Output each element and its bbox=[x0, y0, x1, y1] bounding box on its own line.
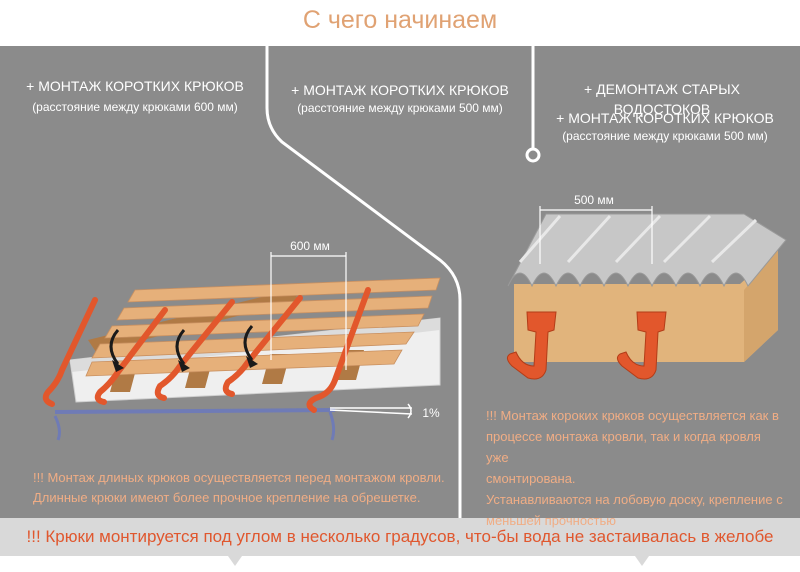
slope-label: 1% bbox=[422, 406, 440, 420]
long-hook bbox=[306, 287, 371, 413]
footer-pointer-right bbox=[635, 556, 649, 566]
curved-arrow-icon bbox=[109, 329, 120, 365]
note-short-hooks: !!! Монтаж короких крюков осуществляется… bbox=[486, 405, 786, 531]
corrugated-roof bbox=[507, 213, 787, 288]
short-hook bbox=[616, 311, 667, 380]
arrowhead-icon bbox=[178, 360, 190, 372]
left-subheading: (расстояние между крюками 600 мм) bbox=[32, 100, 238, 114]
batten bbox=[127, 277, 441, 303]
footer-pointer-left bbox=[228, 556, 242, 566]
gutter-drop bbox=[328, 411, 336, 441]
long-hook bbox=[42, 297, 98, 407]
bottom-strip bbox=[0, 556, 800, 572]
dimension-500-label: 500 мм bbox=[574, 193, 614, 207]
gutter-line bbox=[54, 408, 336, 414]
long-hook-group bbox=[42, 287, 371, 413]
roof-ridge bbox=[614, 214, 662, 264]
note-line: !!! Монтаж длиных крюков осуществляется … bbox=[33, 470, 445, 485]
slope-arc bbox=[407, 403, 412, 419]
note-line: меньшей прочностью bbox=[486, 513, 617, 528]
fascia-side bbox=[744, 250, 778, 362]
middle-heading: + МОНТАЖ КОРОТКИХ КРЮКОВ bbox=[291, 82, 509, 98]
right-heading-montage: + МОНТАЖ КОРОТКИХ КРЮКОВ bbox=[556, 110, 774, 126]
note-line: Устанавливаются на лобовую доску, крепле… bbox=[486, 492, 783, 507]
batten bbox=[116, 295, 433, 321]
column-divider-left bbox=[265, 46, 462, 518]
note-long-hooks: !!! Монтаж длиных крюков осуществляется … bbox=[33, 468, 453, 508]
batten bbox=[91, 331, 415, 359]
long-hooks-illustration bbox=[42, 252, 441, 441]
note-line: !!! Монтаж короких крюков осуществляется… bbox=[486, 408, 779, 423]
long-hook bbox=[154, 299, 235, 401]
roof-ridge bbox=[710, 218, 758, 264]
short-hook-group bbox=[506, 311, 667, 380]
arrow-group bbox=[109, 325, 254, 365]
batten bbox=[104, 313, 425, 339]
roof-ridge bbox=[566, 214, 612, 264]
middle-subheading: (расстояние между крюками 500 мм) bbox=[297, 101, 503, 115]
arrowhead-icon bbox=[112, 360, 124, 372]
short-hook bbox=[506, 311, 557, 380]
left-heading: + МОНТАЖ КОРОТКИХ КРЮКОВ bbox=[26, 78, 244, 94]
note-line: Длинные крюки имеют более прочное крепле… bbox=[33, 490, 421, 505]
right-heading-demontage: + ДЕМОНТАЖ СТАРЫХ ВОДОСТОКОВ bbox=[584, 81, 740, 117]
page-title: С чего начинаем bbox=[302, 6, 498, 34]
short-hooks-illustration bbox=[506, 206, 787, 380]
roof-ridge bbox=[662, 214, 712, 264]
curved-arrow-icon bbox=[175, 329, 186, 365]
gutter-drop bbox=[53, 415, 61, 441]
right-subheading: (расстояние между крюками 500 мм) bbox=[562, 129, 768, 143]
curved-arrow-icon bbox=[243, 325, 254, 361]
long-hook bbox=[222, 295, 303, 397]
arrowhead-icon bbox=[246, 356, 258, 368]
footer-warning: !!! Крюки монтируется под углом в нескол… bbox=[26, 527, 774, 546]
note-line: смонтирована. bbox=[486, 471, 576, 486]
dimension-600-label: 600 мм bbox=[290, 239, 330, 253]
long-hook bbox=[94, 307, 168, 405]
footer-band bbox=[0, 518, 800, 556]
arrowheads bbox=[112, 356, 258, 372]
fascia-board bbox=[514, 250, 778, 362]
slope-line bbox=[329, 409, 413, 415]
divider-node bbox=[525, 147, 541, 163]
note-line: процессе монтажа кровли, так и когда кро… bbox=[486, 429, 761, 465]
